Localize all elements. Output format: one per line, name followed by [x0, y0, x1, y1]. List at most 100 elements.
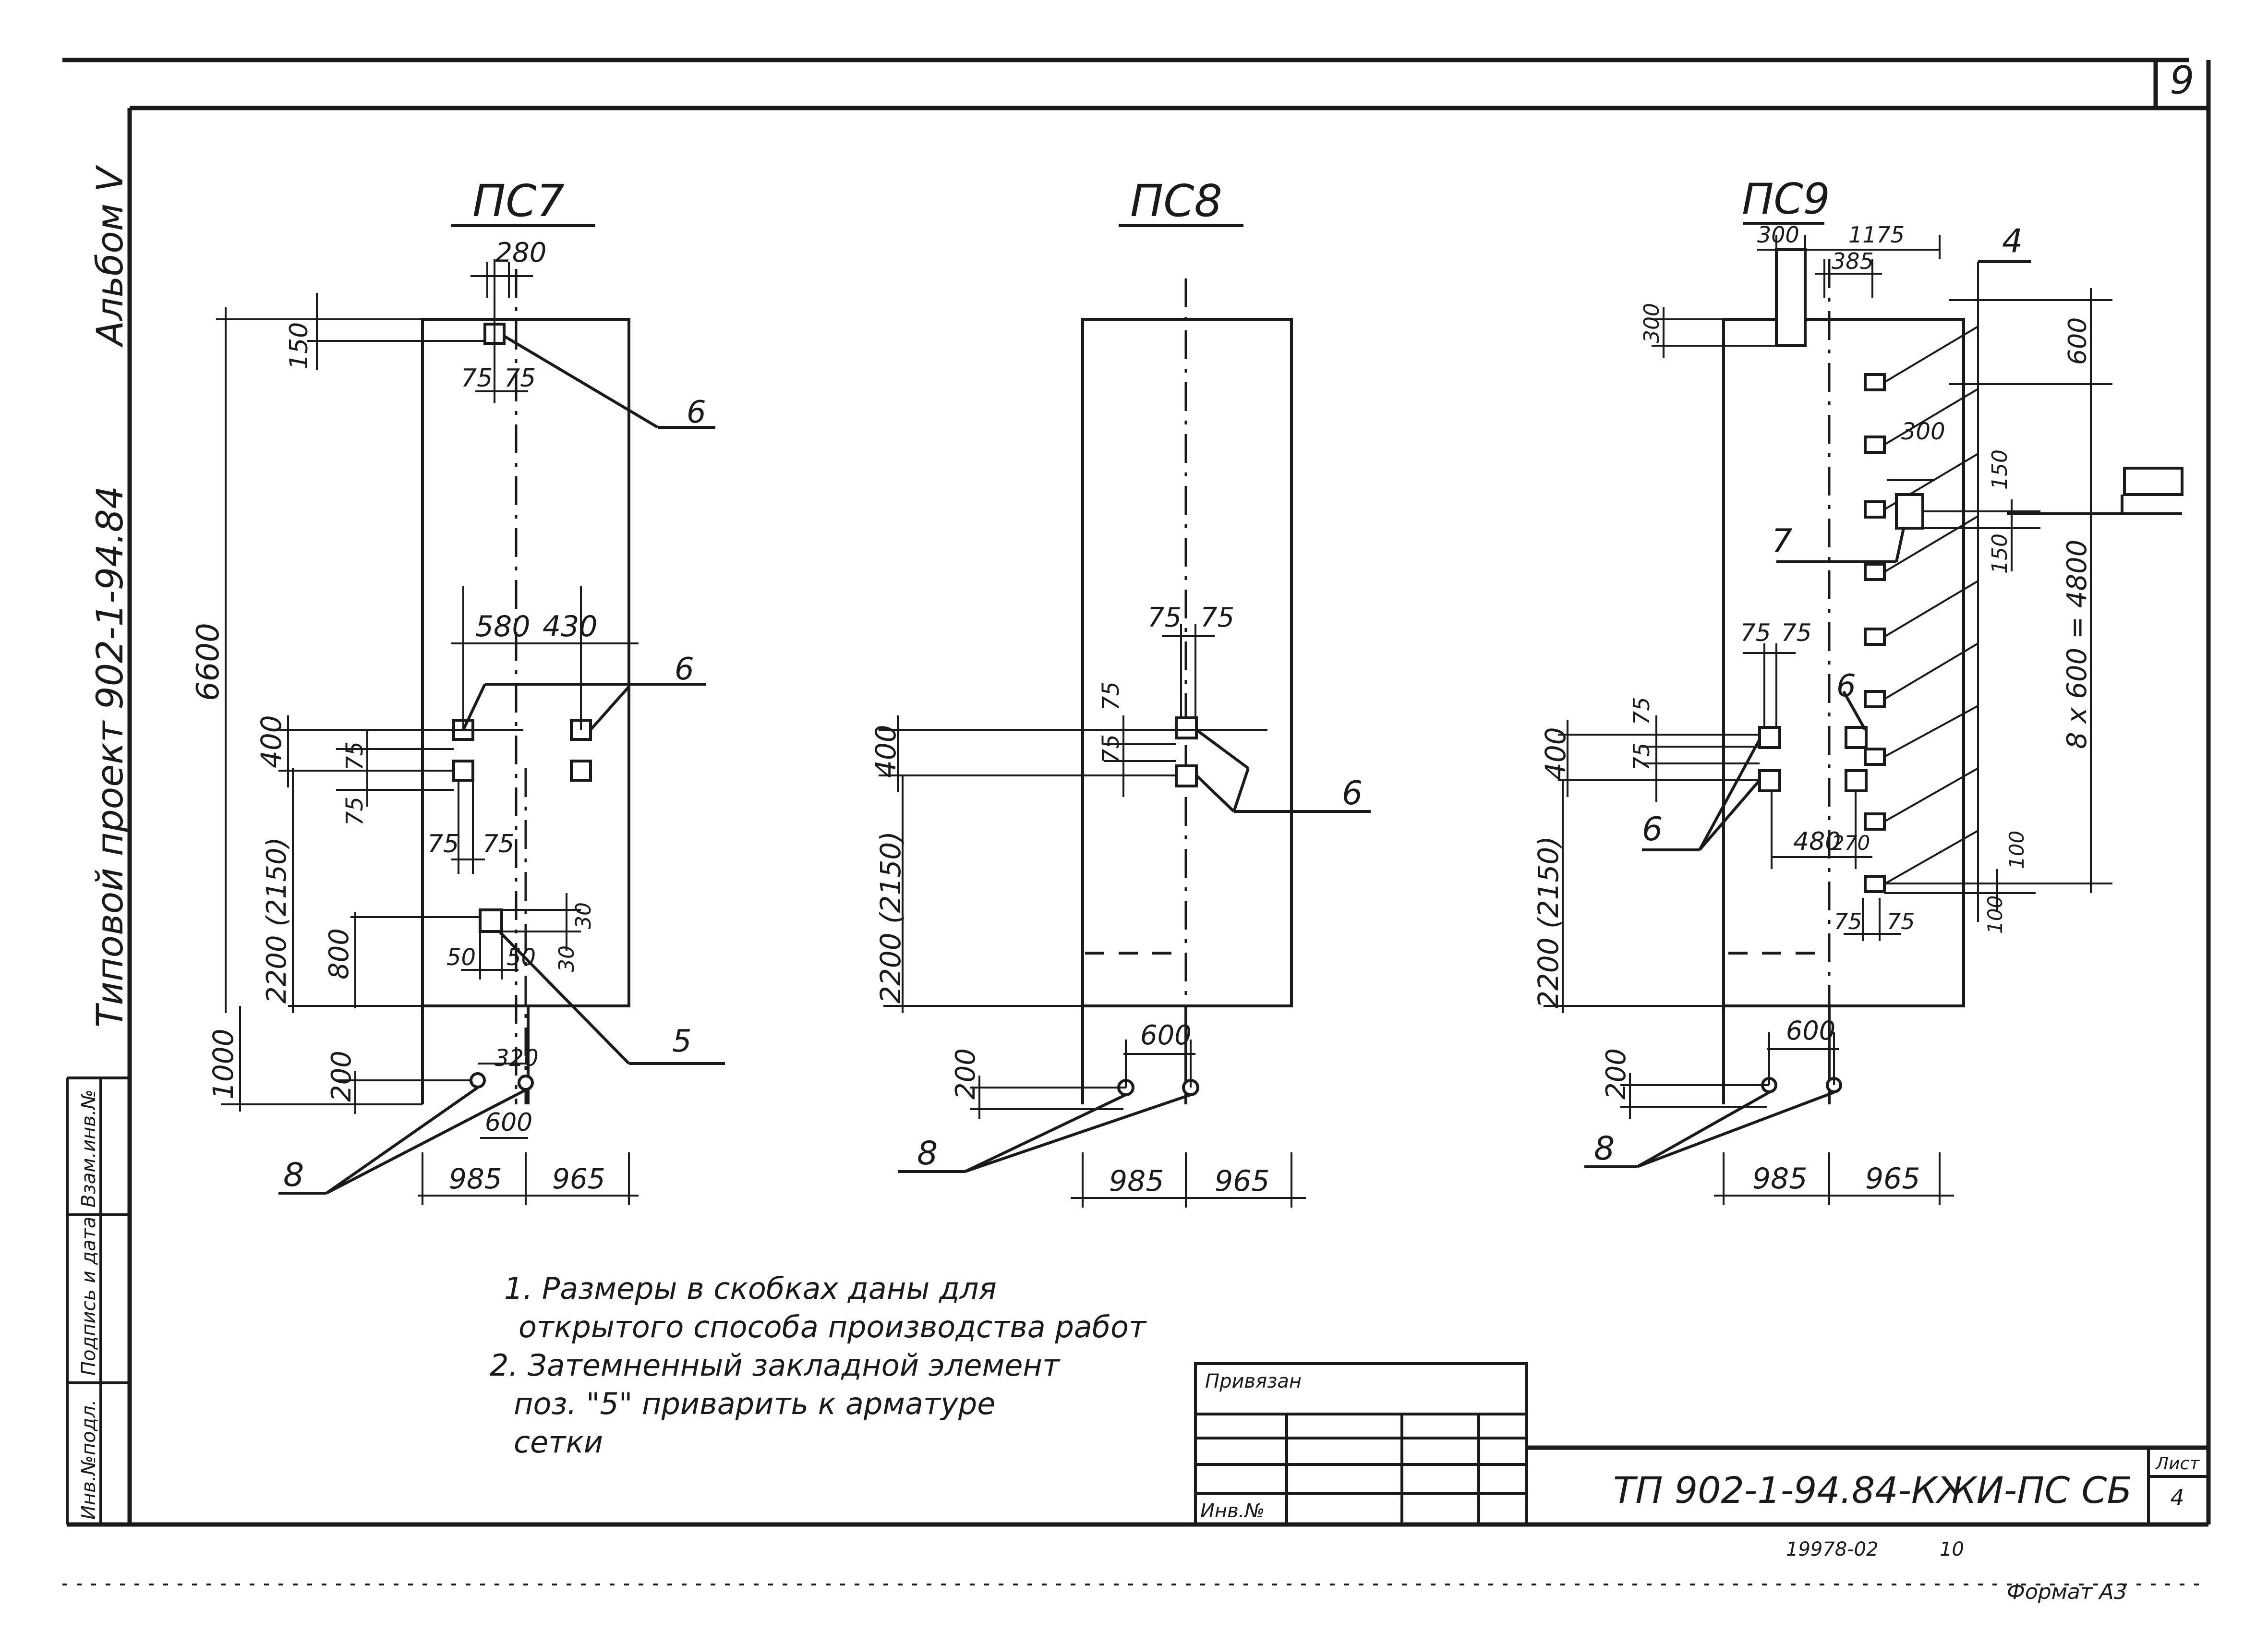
dim-430: 430	[543, 610, 598, 643]
pc7-embed-5	[479, 908, 503, 933]
footer-format: Формат А3	[2007, 1580, 2127, 1604]
dim-1000: 1000	[207, 1028, 240, 1100]
pc9-title: ПС9	[1742, 174, 1830, 224]
panel-pc7: ПС7 280 75 75 6 150 6600	[191, 175, 725, 1205]
dim-150: 150	[285, 322, 314, 370]
section-marker	[2123, 467, 2184, 496]
note-line: сетки	[514, 1425, 603, 1460]
dim-75: 75	[1629, 697, 1654, 725]
dim-985: 985	[1752, 1162, 1808, 1196]
footer-code: 19978-02	[1786, 1538, 1879, 1560]
pc9-top-stub	[1775, 248, 1807, 347]
dim-150: 150	[1988, 449, 2012, 490]
pc9-embed	[1864, 373, 1886, 391]
pc8-title: ПС8	[1130, 175, 1222, 227]
dim-985: 985	[1109, 1164, 1164, 1198]
callout-5: 5	[672, 1024, 692, 1059]
dim-75: 75	[461, 364, 493, 393]
callout-6: 6	[1642, 810, 1663, 848]
dim-30: 30	[571, 902, 596, 929]
dim-75: 75	[341, 741, 368, 771]
dim-320: 320	[495, 1045, 539, 1072]
sheet-value: 4	[2170, 1485, 2184, 1511]
callout-8: 8	[283, 1156, 304, 1194]
dim-600: 600	[1786, 1016, 1835, 1046]
pc9-embed-7	[1895, 493, 1924, 530]
dim-270: 270	[1832, 831, 1870, 855]
callout-8: 8	[1594, 1130, 1615, 1168]
dim-75: 75	[504, 364, 536, 393]
dim-965: 965	[552, 1162, 605, 1195]
pc7-embed-mid	[570, 760, 592, 782]
callout-6: 6	[1836, 668, 1856, 704]
dim-300: 300	[1901, 418, 1945, 445]
notes: 1. Размеры в скобках даны для открытого …	[490, 1271, 1147, 1460]
pc9-embed	[1864, 500, 1886, 519]
sheet-number: 9	[2170, 58, 2195, 103]
note-line: 1. Размеры в скобках даны для	[504, 1271, 997, 1306]
dim-280: 280	[495, 237, 547, 268]
pc7-embed-mid	[452, 760, 474, 782]
pc9-embed	[1864, 875, 1886, 893]
pc9-embed-mid	[1845, 726, 1868, 749]
callout-8: 8	[917, 1135, 938, 1173]
album-title: Альбом V	[88, 165, 131, 348]
dim-1175: 1175	[1848, 222, 1905, 248]
title-block: Привязан Инв.№ ТП 902-1-94.84-КЖИ-ПС СБ …	[1194, 1362, 2208, 1526]
note-line: 2. Затемненный закладной элемент	[490, 1348, 1061, 1383]
dim-75: 75	[1781, 619, 1812, 647]
binding-label: Привязан	[1205, 1370, 1302, 1392]
dim-6600: 6600	[191, 623, 226, 701]
dim-480: 480	[1793, 827, 1841, 856]
pc7-anchor-bolt	[470, 1072, 486, 1089]
stamp-inv-podl: Инв.№подл.	[78, 1399, 100, 1520]
pc9-embed-column	[1864, 326, 1979, 893]
pc8-embed	[1175, 764, 1198, 787]
dim-75: 75	[1098, 734, 1124, 763]
pc9-embed-mid	[1845, 769, 1868, 792]
stamp-signature-date: Подпись и дата	[78, 1217, 100, 1376]
dim-75: 75	[1887, 908, 1915, 934]
pc7-title: ПС7	[472, 175, 565, 227]
pc9-embed	[1864, 563, 1886, 581]
inv-label: Инв.№	[1200, 1500, 1265, 1522]
pc7-upper-panel	[421, 318, 630, 1007]
dim-150: 150	[1988, 533, 2012, 574]
note-line: поз. "5" приварить к арматуре	[514, 1386, 995, 1421]
dim-75: 75	[1200, 602, 1234, 633]
dim-100: 100	[2005, 831, 2028, 869]
dim-965: 965	[1865, 1162, 1920, 1196]
panel-pc9: ПС9 300 1175 385 300 4	[1532, 174, 2184, 1205]
dim-50: 50	[446, 944, 476, 971]
callout-6: 6	[675, 652, 694, 687]
note-line: открытого способа производства работ	[519, 1309, 1147, 1344]
dim-30: 30	[555, 945, 579, 972]
pc9-embed	[1864, 748, 1886, 766]
dim-965: 965	[1215, 1164, 1270, 1198]
dim-600: 600	[2063, 317, 2092, 365]
sheet-label: Лист	[2155, 1454, 2200, 1474]
dim-75: 75	[427, 830, 459, 859]
document-designation: ТП 902-1-94.84-КЖИ-ПС СБ	[1613, 1469, 2132, 1512]
dim-75: 75	[483, 830, 514, 859]
dim-400: 400	[255, 715, 288, 768]
dim-75: 75	[1098, 681, 1124, 711]
dim-8x600: 8 х 600 = 4800	[2062, 540, 2093, 749]
dim-2200-2150: 2200 (2150)	[261, 837, 292, 1004]
pc7-anchor-bolt	[518, 1075, 534, 1091]
dim-300: 300	[1757, 222, 1799, 248]
pc9-embed	[1864, 628, 1886, 646]
pc9-embed	[1864, 690, 1886, 708]
project-title: Типовой проект 902-1-94.84	[88, 486, 131, 1028]
callout-6: 6	[687, 395, 706, 430]
dim-200: 200	[1601, 1048, 1632, 1100]
dim-100: 100	[1983, 895, 2007, 934]
callout-4: 4	[2002, 222, 2023, 260]
pc9-embed-mid	[1758, 726, 1781, 749]
dim-75: 75	[1740, 619, 1771, 647]
dim-800: 800	[324, 928, 355, 980]
panel-pc8: ПС8 75 75 400 75 75 6 2200 (2150)	[869, 175, 1371, 1208]
pc9-embed	[1864, 812, 1886, 831]
dim-2200-2150: 2200 (2150)	[1532, 836, 1565, 1008]
